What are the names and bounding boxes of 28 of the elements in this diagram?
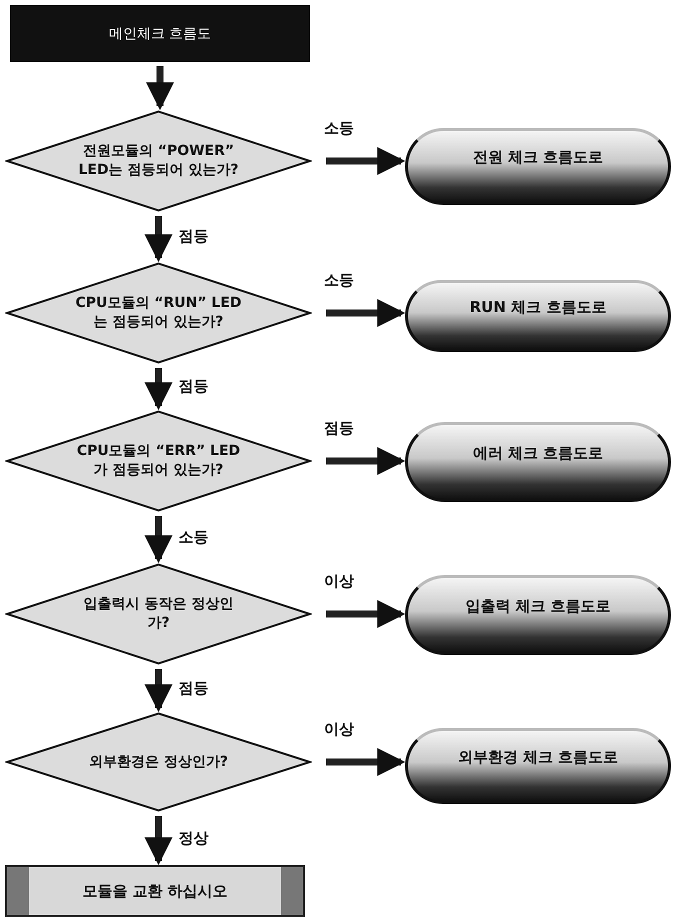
arrow	[144, 516, 172, 564]
arrow	[144, 669, 172, 712]
edge-label: 점등	[178, 678, 208, 698]
edge-label: 이상	[324, 572, 354, 591]
arrow	[144, 216, 172, 262]
process-box: 모듈을 교환 하십시오	[5, 865, 305, 917]
edge-label: 이상	[324, 720, 354, 739]
arrow	[326, 447, 406, 475]
arrow	[146, 66, 174, 110]
edge-label: 점등	[178, 227, 208, 246]
edge-label: 정상	[178, 828, 208, 848]
arrow	[326, 299, 406, 327]
terminal-box: 에러 체크 흐름도로	[405, 422, 671, 502]
arrow	[144, 368, 172, 410]
edge-label: 소등	[324, 271, 354, 290]
terminal-box: 입출력 체크 흐름도로	[405, 575, 671, 655]
arrow	[326, 600, 406, 628]
edge-label: 소등	[178, 528, 208, 546]
terminal-box: 전원 체크 흐름도로	[405, 128, 671, 205]
edge-label: 점등	[178, 377, 208, 396]
terminal-box: 외부환경 체크 흐름도로	[405, 728, 671, 804]
arrow	[144, 816, 172, 866]
edge-label: 소등	[324, 119, 354, 138]
start-box: 메인체크 흐름도	[10, 5, 310, 62]
terminal-box: RUN 체크 흐름도로	[405, 280, 671, 352]
arrow	[326, 748, 406, 776]
arrow	[326, 147, 406, 175]
edge-label: 점등	[324, 419, 354, 438]
